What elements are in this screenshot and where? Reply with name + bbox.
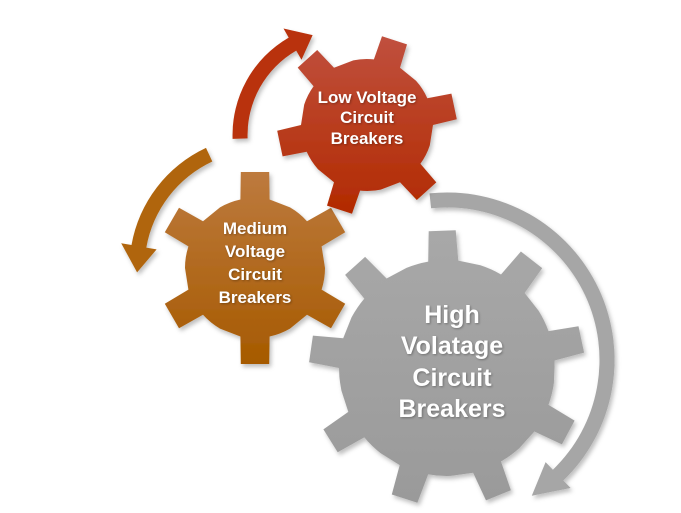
cycle-arrow-low xyxy=(232,28,313,139)
low-voltage-label: Low Voltage Circuit Breakers xyxy=(297,88,437,149)
label-line: Circuit xyxy=(340,108,394,128)
medium-voltage-label: Medium Voltage Circuit Breakers xyxy=(195,218,315,310)
label-line: Breakers xyxy=(218,287,292,307)
label-line: Medium xyxy=(222,219,288,238)
label-line: Breakers xyxy=(330,128,404,148)
cycle-arrow-medium xyxy=(121,147,213,273)
label-line: Circuit xyxy=(412,363,492,392)
gear-medium-voltage xyxy=(164,172,346,364)
label-line: Volatage xyxy=(400,332,504,361)
gear-low-voltage xyxy=(277,36,457,214)
label-line: Voltage xyxy=(224,241,286,261)
label-line: Low Voltage xyxy=(317,88,417,107)
high-voltage-label: High Volatage Circuit Breakers xyxy=(372,300,532,425)
label-line: High xyxy=(424,301,480,329)
label-line: Breakers xyxy=(398,394,506,423)
label-line: Circuit xyxy=(228,264,282,284)
gear-high-voltage xyxy=(309,230,585,503)
